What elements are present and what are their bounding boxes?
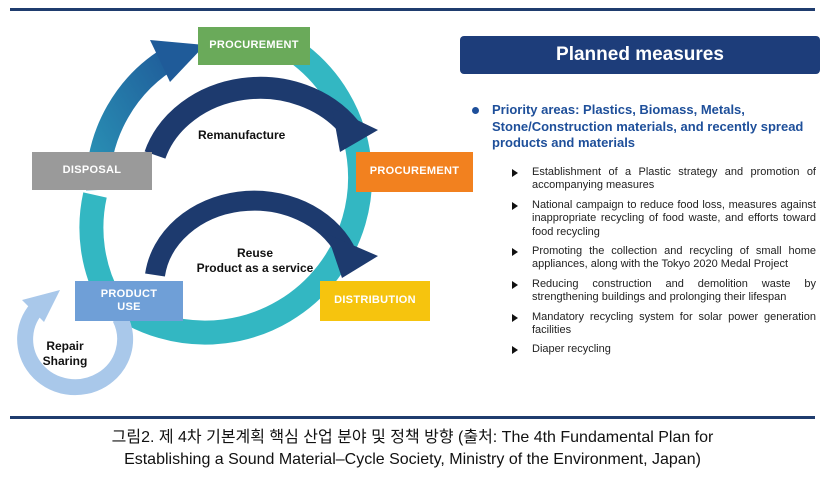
distribution-box: DISTRIBUTION [320, 281, 430, 321]
circular-economy-diagram: PROCUREMENT PROCUREMENT DISPOSAL PRODUCT… [0, 0, 473, 412]
remanufacture-arrowhead [332, 108, 378, 152]
repair-label-line1: Repair [46, 339, 84, 353]
measure-text: Diaper recycling [532, 343, 611, 356]
measure-item: Promoting the collection and recycling o… [512, 245, 816, 272]
measure-text: National campaign to reduce food loss, m… [532, 198, 816, 238]
priority-areas-text: Priority areas: Plastics, Biomass, Metal… [492, 102, 804, 151]
reuse-label: Reuse Product as a service [180, 246, 330, 276]
remanufacture-label: Remanufacture [198, 128, 286, 142]
triangle-bullet-icon [512, 169, 518, 177]
measure-item: Establishment of a Plastic strategy and … [512, 166, 816, 193]
triangle-bullet-icon [512, 201, 518, 210]
measure-item: National campaign to reduce food loss, m… [512, 199, 816, 239]
caption-line2: Establishing a Sound Material–Cycle Soci… [124, 450, 701, 468]
measure-item: Diaper recycling [512, 343, 816, 356]
panel-header: Planned measures [460, 36, 820, 74]
product-use-box: PRODUCT USE [75, 281, 183, 321]
procurement-top-box: PROCUREMENT [198, 27, 310, 65]
repair-label-line2: Sharing [42, 354, 88, 368]
measure-text: Establishment of a Plastic strategy and … [532, 166, 816, 192]
disposal-box: DISPOSAL [32, 152, 152, 190]
triangle-bullet-icon [512, 313, 518, 322]
triangle-bullet-icon [512, 346, 518, 355]
priority-bullet-icon [472, 107, 479, 114]
measure-text: Reducing construction and demolition was… [532, 277, 816, 304]
remanufacture-arrow [144, 76, 359, 159]
reuse-label-line2: Product as a service [196, 261, 314, 275]
measure-text: Promoting the collection and recycling o… [532, 245, 816, 271]
repair-loop [17, 299, 134, 396]
top-rule [10, 8, 815, 11]
measure-item: Reducing construction and demolition was… [512, 278, 816, 305]
procurement-right-box: PROCUREMENT [356, 152, 473, 192]
reuse-label-line1: Reuse [236, 246, 274, 260]
reuse-arrowhead [327, 234, 378, 278]
figure-caption: 그림2. 제 4차 기본계획 핵심 산업 분야 및 정책 방향 (출처: The… [0, 427, 825, 470]
measure-text: Mandatory recycling system for solar pow… [532, 310, 816, 337]
triangle-bullet-icon [512, 280, 518, 289]
priority-areas: Priority areas: Plastics, Biomass, Metal… [472, 102, 817, 152]
reuse-arrow [145, 190, 354, 277]
measure-item: Mandatory recycling system for solar pow… [512, 311, 816, 338]
repair-sharing-label: Repair Sharing [30, 339, 100, 369]
upper-arc-arrowhead [150, 40, 205, 82]
repair-loop-arrowhead [22, 290, 60, 322]
caption-line1: 그림2. 제 4차 기본계획 핵심 산업 분야 및 정책 방향 (출처: The… [111, 429, 714, 446]
measures-list: Establishment of a Plastic strategy and … [512, 166, 816, 363]
bottom-rule [10, 416, 815, 419]
triangle-bullet-icon [512, 248, 518, 257]
